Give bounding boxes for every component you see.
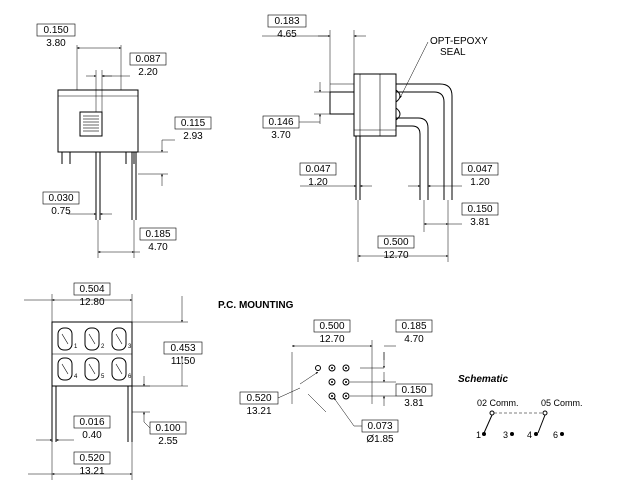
dim-0520-metric: 13.21 (79, 466, 104, 477)
bottom-pin-3: 3 (128, 344, 132, 350)
dim-0150-bracket: 0.150 (43, 25, 68, 36)
dim-0016-bracket: 0.016 (79, 417, 104, 428)
epoxy-seal-label-2: SEAL (440, 47, 466, 58)
dim-0500-bracket: 0.500 (383, 237, 408, 248)
pc-mounting-title: P.C. MOUNTING (218, 300, 294, 311)
dim-0100-metric: 2.55 (158, 436, 178, 447)
dim-0150c-metric: 3.81 (404, 398, 424, 409)
dim-0520-bracket: 0.520 (79, 453, 104, 464)
dim-0183-bracket: 0.183 (274, 16, 299, 27)
bottom-legs (51, 386, 133, 442)
dim-0016-metric: 0.40 (82, 430, 102, 441)
dim-0500b-bracket: 0.500 (319, 321, 344, 332)
bent-pin-inner (396, 117, 429, 200)
front-body (57, 89, 139, 153)
dim-0087-bracket: 0.087 (135, 54, 160, 65)
schematic-contact-6 (560, 432, 564, 436)
dim-0100-bracket: 0.100 (155, 423, 180, 434)
dim-0150c-bracket: 0.150 (401, 385, 426, 396)
schematic-pin-1: 1 (476, 430, 481, 440)
dim-0185b-metric: 4.70 (404, 334, 424, 345)
dim-0146-metric: 3.70 (271, 130, 291, 141)
pc-mounting-view: P.C. MOUNTING 0.500 12.70 0.185 4.70 0.5… (218, 300, 433, 445)
dim-0183-metric: 4.65 (277, 29, 297, 40)
schematic-common-02 (489, 410, 495, 416)
pc-hole-pattern (315, 364, 350, 400)
schematic-blade-1 (483, 414, 493, 434)
schematic-label-02-comm: 02 Comm. (477, 398, 519, 408)
schematic-blade-2 (537, 414, 546, 434)
dim-0500-metric: 12.70 (383, 250, 408, 261)
schematic-contact-4 (534, 432, 538, 436)
dim-0115-metric: 2.93 (183, 131, 203, 142)
dim-0047a-metric: 1.20 (308, 177, 328, 188)
front-pins (95, 152, 137, 220)
schematic-label-05-comm: 05 Comm. (541, 398, 583, 408)
side-actuator (329, 91, 355, 115)
schematic-pin-4: 4 (527, 430, 532, 440)
straight-pin (355, 136, 361, 200)
dim-0150b-metric: 3.81 (470, 217, 490, 228)
side-body (353, 73, 397, 137)
dim-0087-metric: 2.20 (138, 67, 158, 78)
dim-0150b-bracket: 0.150 (467, 204, 492, 215)
schematic-pin-3: 3 (503, 430, 508, 440)
epoxy-seal-label-1: OPT-EPOXY (430, 36, 488, 47)
bottom-pin-4: 4 (74, 374, 78, 380)
front-view: 0.150 3.80 0.087 2.20 0.115 2.93 0.030 0… (36, 23, 212, 258)
dim-0073-metric: Ø1.85 (366, 434, 394, 445)
schematic-title: Schematic (458, 374, 508, 385)
dim-0146-bracket: 0.146 (268, 117, 293, 128)
dim-0185-bracket: 0.185 (145, 229, 170, 240)
schematic-pin-6: 6 (553, 430, 558, 440)
dim-0453-bracket: 0.453 (170, 343, 195, 354)
dim-0520b-bracket: 0.520 (246, 393, 271, 404)
bottom-pin-pads (57, 327, 127, 381)
schematic-common-05 (542, 410, 548, 416)
dim-0047a-bracket: 0.047 (305, 164, 330, 175)
bent-pin-outer (396, 83, 453, 200)
dim-0047b-metric: 1.20 (470, 177, 490, 188)
dim-0030-metric: 0.75 (51, 206, 71, 217)
schematic-contact-1 (482, 432, 486, 436)
dim-0453-metric: 11.50 (171, 356, 196, 367)
dim-0073-bracket: 0.073 (367, 421, 392, 432)
bottom-pin-6: 6 (128, 374, 132, 380)
dim-0030-bracket: 0.030 (48, 193, 73, 204)
dim-0185-metric: 4.70 (148, 242, 168, 253)
bottom-pin-5: 5 (101, 374, 105, 380)
dim-0185b-bracket: 0.185 (401, 321, 426, 332)
dim-0150-metric: 3.80 (46, 38, 66, 49)
actuator-knob (79, 111, 103, 137)
dim-0504-bracket: 0.504 (79, 284, 104, 295)
bottom-pin-1: 1 (74, 344, 78, 350)
dim-0047b-bracket: 0.047 (467, 164, 492, 175)
dim-0520b-metric: 13.21 (246, 406, 271, 417)
schematic-contact-3 (510, 432, 514, 436)
dim-0500b-metric: 12.70 (319, 334, 344, 345)
bottom-pin-2: 2 (101, 344, 105, 350)
side-view: 0.183 4.65 OPT-EPOXY SEAL 0.146 3.70 0.0… (262, 14, 499, 262)
dim-0115-bracket: 0.115 (181, 118, 206, 129)
bottom-view: 1 2 3 4 5 6 0.504 12.80 0.453 11.50 0.01… (24, 282, 203, 480)
dim-0504-metric: 12.80 (79, 297, 104, 308)
schematic: Schematic 02 Comm. 05 Comm. 1 3 4 6 (458, 374, 583, 440)
